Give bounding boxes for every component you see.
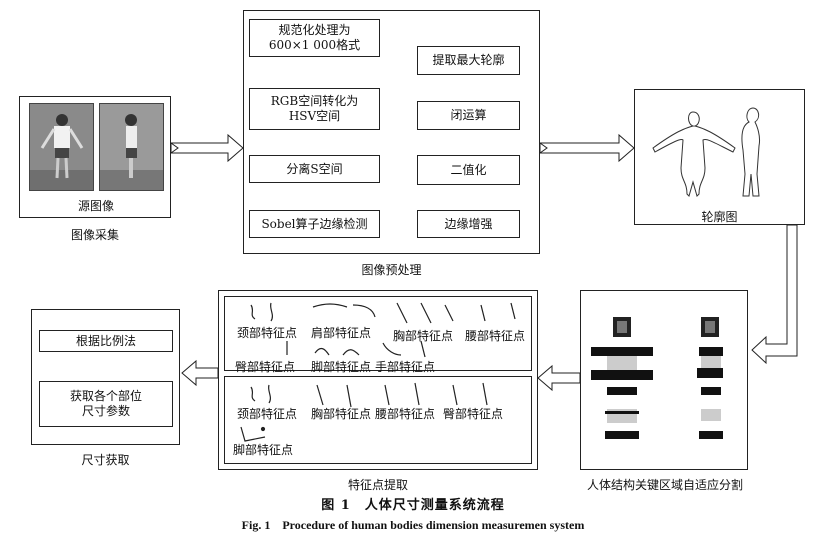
front-label-shoulder: 肩部特征点: [311, 326, 372, 340]
side-label-waist: 腰部特征点: [375, 407, 436, 421]
front-label-neck: 颈部特征点: [237, 326, 298, 340]
features-side-panel: 颈部特征点 胸部特征点 腰部特征点 臀部特征点 脚部特征点: [224, 376, 532, 464]
front-label-hip: 臀部特征点: [235, 360, 296, 374]
source-photo-front: [29, 103, 94, 191]
block-arrow-seg-feat: [537, 364, 581, 392]
dim-step-ratio: 根据比例法: [39, 330, 173, 352]
block-arrow-contour-seg: [751, 224, 798, 365]
segmentation-caption: 人体结构关键区域自适应分割: [586, 478, 743, 492]
front-label-hand: 手部特征点: [375, 360, 436, 374]
step-rgb-to-hsv: RGB空间转化为 HSV空间: [249, 88, 380, 130]
dim-step-params: 获取各个部位 尺寸参数: [39, 381, 173, 427]
side-label-neck: 颈部特征点: [237, 407, 298, 421]
preprocessing-caption: 图像预处理: [361, 263, 422, 277]
front-label-foot: 脚部特征点: [311, 360, 372, 374]
dimension-caption: 尺寸获取: [81, 453, 130, 467]
block-arrow-pre-contour: [539, 133, 635, 163]
contour-caption: 轮廓图: [701, 210, 738, 224]
step-max-contour: 提取最大轮廓: [417, 46, 520, 75]
segmentation-frame: [580, 290, 748, 470]
step-normalize: 规范化处理为 600×1 000格式: [249, 19, 380, 57]
block-arrow-feat-dim: [181, 359, 219, 387]
side-feature-curves: [240, 382, 488, 442]
step-separate-s: 分离S空间: [249, 155, 380, 183]
front-label-chest: 胸部特征点: [393, 329, 454, 343]
source-photo-side: [99, 103, 164, 191]
step-closing: 闭运算: [417, 101, 520, 130]
acquisition-frame: 源图像: [19, 96, 171, 218]
figure-title-cn: 图 1 人体尺寸测量系统流程: [321, 498, 505, 513]
step-sobel: Sobel算子边缘检测: [249, 210, 380, 238]
side-label-hip: 臀部特征点: [443, 407, 504, 421]
acquisition-caption: 图像采集: [70, 228, 119, 242]
block-arrow-acq-pre: [170, 133, 244, 163]
front-label-waist: 腰部特征点: [465, 329, 526, 343]
segmentation-blocks: [591, 317, 723, 439]
side-label-foot: 脚部特征点: [233, 443, 294, 457]
source-image-label: 源图像: [77, 199, 114, 213]
step-edge-enhance: 边缘增强: [417, 210, 520, 238]
side-label-chest: 胸部特征点: [311, 407, 372, 421]
features-caption: 特征点提取: [347, 478, 408, 492]
step-binarize: 二值化: [417, 155, 520, 185]
contour-figures: [652, 107, 760, 197]
contour-frame: [634, 89, 805, 225]
front-feature-curves: [250, 302, 516, 358]
figure-title-en: Fig. 1 Procedure of human bodies dimensi…: [241, 518, 585, 532]
features-front-panel: 颈部特征点 肩部特征点 胸部特征点 腰部特征点 臀部特征点 脚部特征点 手部特征…: [224, 296, 532, 374]
